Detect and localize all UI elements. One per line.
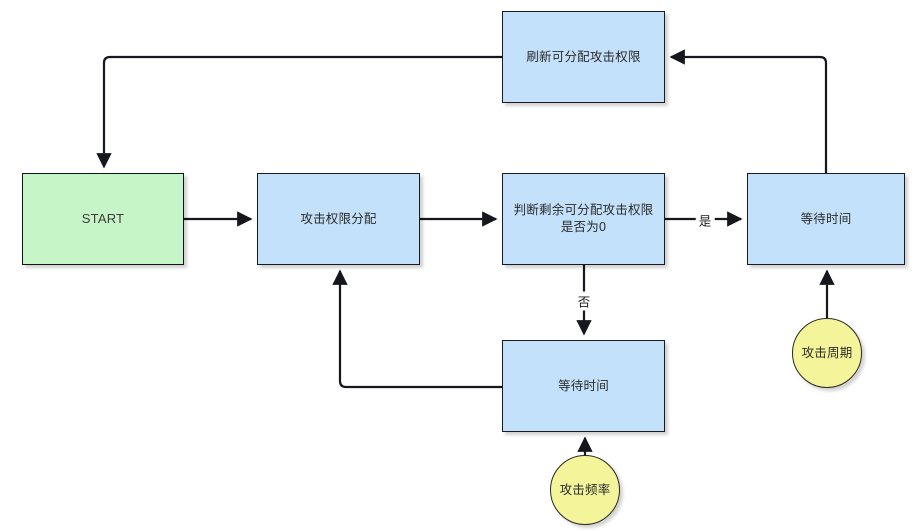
node-label: 判断剩余可分配攻击权限是否为0 (513, 203, 654, 234)
node-wait-time-bottom[interactable]: 等待时间 (502, 340, 665, 432)
node-label: 等待时间 (558, 378, 609, 393)
node-decide-remaining-permission-zero[interactable]: 判断剩余可分配攻击权限是否为0 (502, 173, 665, 265)
node-attack-frequency[interactable]: 攻击频率 (550, 455, 620, 525)
edge-label-no: 否 (574, 291, 594, 311)
node-start[interactable]: START (22, 173, 184, 265)
node-allocate-attack-permission[interactable]: 攻击权限分配 (257, 173, 420, 265)
edge-refresh-to-start (96, 55, 502, 169)
node-label: 等待时间 (800, 211, 852, 226)
edge-wait-right-to-refresh (669, 49, 828, 173)
edge-wait-bottom-to-allocate (332, 269, 502, 389)
node-attack-period[interactable]: 攻击周期 (792, 318, 862, 388)
edge-label-yes: 是 (695, 210, 715, 230)
node-label: 攻击频率 (559, 482, 611, 497)
node-label: 攻击权限分配 (300, 211, 377, 226)
node-wait-time-right[interactable]: 等待时间 (747, 173, 905, 265)
node-refresh-permissions[interactable]: 刷新可分配攻击权限 (502, 11, 665, 103)
node-label: 刷新可分配攻击权限 (526, 49, 641, 64)
node-label: START (81, 211, 125, 227)
node-label: 攻击周期 (801, 345, 853, 360)
